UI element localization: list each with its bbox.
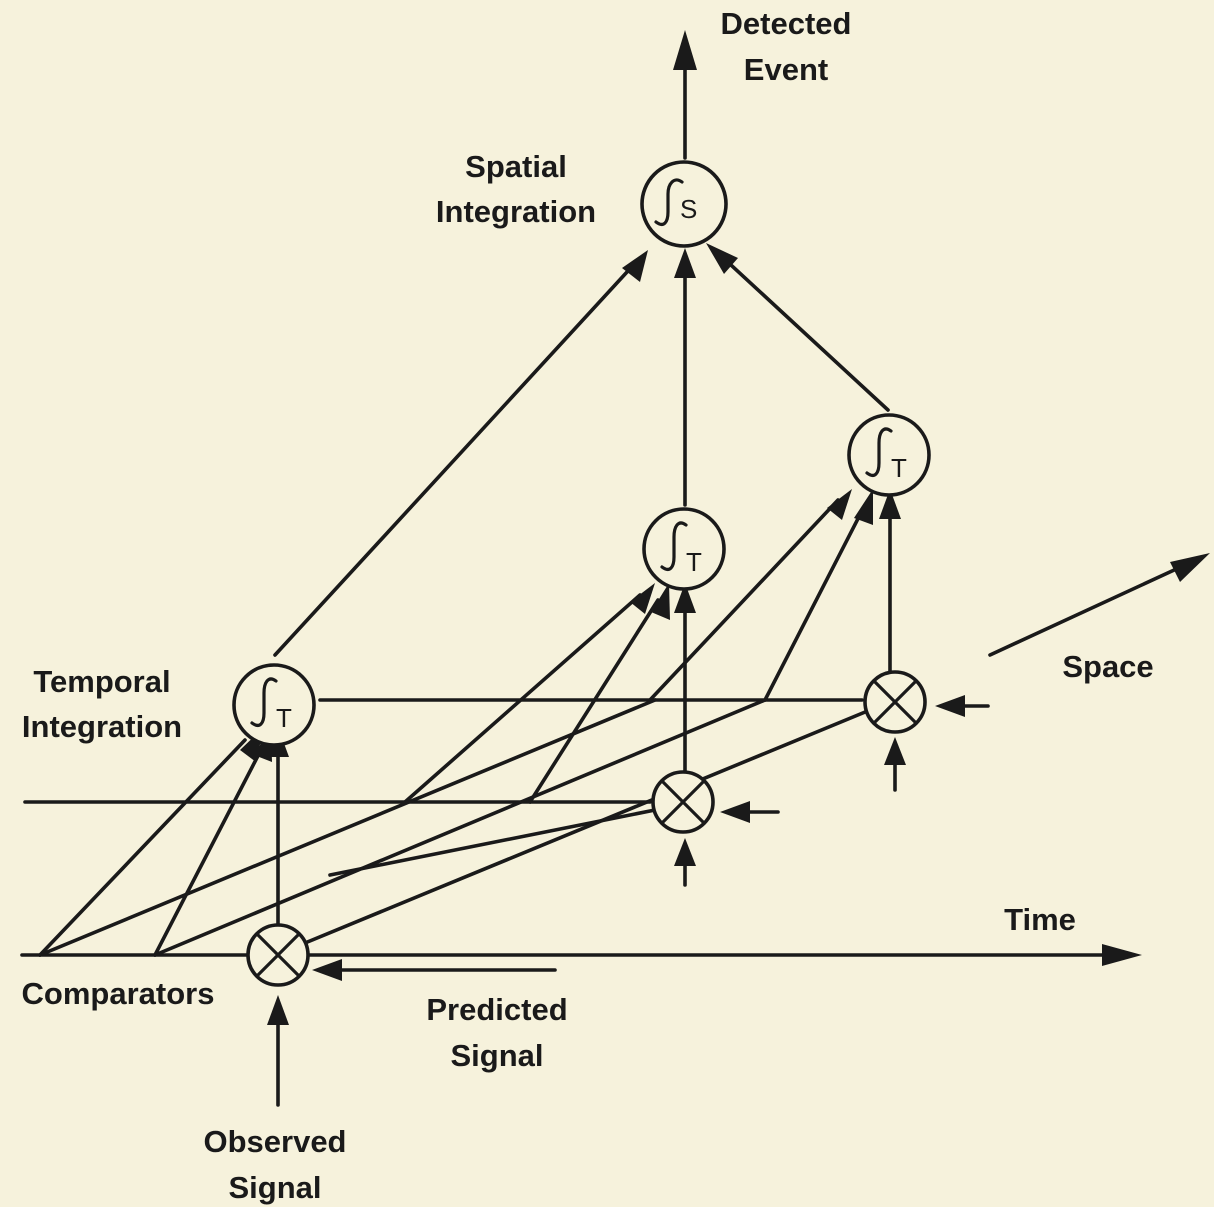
spatial-integrator-node: S (640, 160, 728, 248)
connection-line (648, 498, 840, 702)
spatial-integration-label: Spatial (465, 149, 567, 184)
detected-event-label: Event (744, 52, 828, 87)
integrator-letter: T (276, 703, 292, 733)
row-lines (20, 698, 1112, 957)
integral-sign-icon (865, 427, 893, 477)
integral-sign-icon (654, 178, 684, 226)
arrowhead (673, 30, 697, 70)
space-axis-label: Space (1062, 649, 1153, 684)
cross-stroke (872, 679, 918, 725)
arrowhead (622, 250, 648, 282)
temporal-integrator-node: T (642, 507, 726, 591)
temporal-integration-label: Integration (22, 709, 182, 744)
arrowhead (674, 583, 696, 613)
comparator-node (651, 770, 715, 834)
integrator-circle (232, 663, 316, 747)
temporal-integration-label: Temporal (33, 664, 170, 699)
labels: Detected Event Spatial Integration Tempo… (22, 6, 1154, 1205)
arrowhead (267, 995, 289, 1025)
integrator-letter: T (891, 453, 907, 483)
integrator-circle (642, 507, 726, 591)
detected-event-label: Detected (721, 6, 852, 41)
arrowhead (1102, 944, 1142, 966)
integral-sign-icon (250, 677, 278, 727)
time-axis-label: Time (1004, 902, 1076, 937)
connection-line (273, 258, 640, 657)
diagonal-line (153, 698, 767, 957)
observed-signal-label: Signal (228, 1170, 321, 1205)
arrowhead (674, 838, 696, 866)
connection-line (716, 251, 890, 412)
arrowhead (651, 583, 670, 620)
temporal-integrator-node: T (232, 663, 316, 747)
arrowhead (884, 737, 906, 765)
cross-stroke (660, 779, 706, 825)
arrowhead (720, 801, 750, 823)
connection-line (38, 738, 247, 957)
observed-signal-label: Observed (203, 1124, 346, 1159)
arrowhead (630, 583, 655, 614)
space-diagonals (38, 563, 1187, 957)
comparator-node (863, 670, 927, 734)
integrator-letter: T (686, 547, 702, 577)
arrowhead (854, 489, 873, 525)
predicted-signal-label: Predicted (426, 992, 567, 1027)
arrowhead (879, 489, 901, 519)
connection-line (763, 503, 867, 702)
comparator-node (246, 923, 310, 987)
arrowhead (706, 243, 738, 274)
connection-line (528, 598, 660, 804)
diagonal-line (38, 698, 657, 957)
arrowhead (827, 489, 852, 520)
comparators-label: Comparators (22, 976, 215, 1011)
cross-stroke (255, 932, 301, 978)
integral-sign-icon (660, 521, 688, 571)
diagonal-line (328, 808, 657, 877)
spatial-integration-label: Integration (436, 194, 596, 229)
arrowheads (240, 30, 1210, 1025)
arrowhead (935, 695, 965, 717)
arrowhead (1170, 553, 1210, 582)
arrowhead (312, 959, 342, 981)
predicted-signal-label: Signal (450, 1038, 543, 1073)
integrator-circle (847, 413, 931, 497)
arrowhead (674, 248, 696, 278)
diagonal-line (303, 708, 872, 945)
space-axis-line (988, 563, 1187, 657)
connection-line (153, 746, 264, 957)
integrator-letter: S (680, 194, 697, 224)
connection-line (403, 593, 642, 804)
temporal-integrator-node: T (847, 413, 931, 497)
